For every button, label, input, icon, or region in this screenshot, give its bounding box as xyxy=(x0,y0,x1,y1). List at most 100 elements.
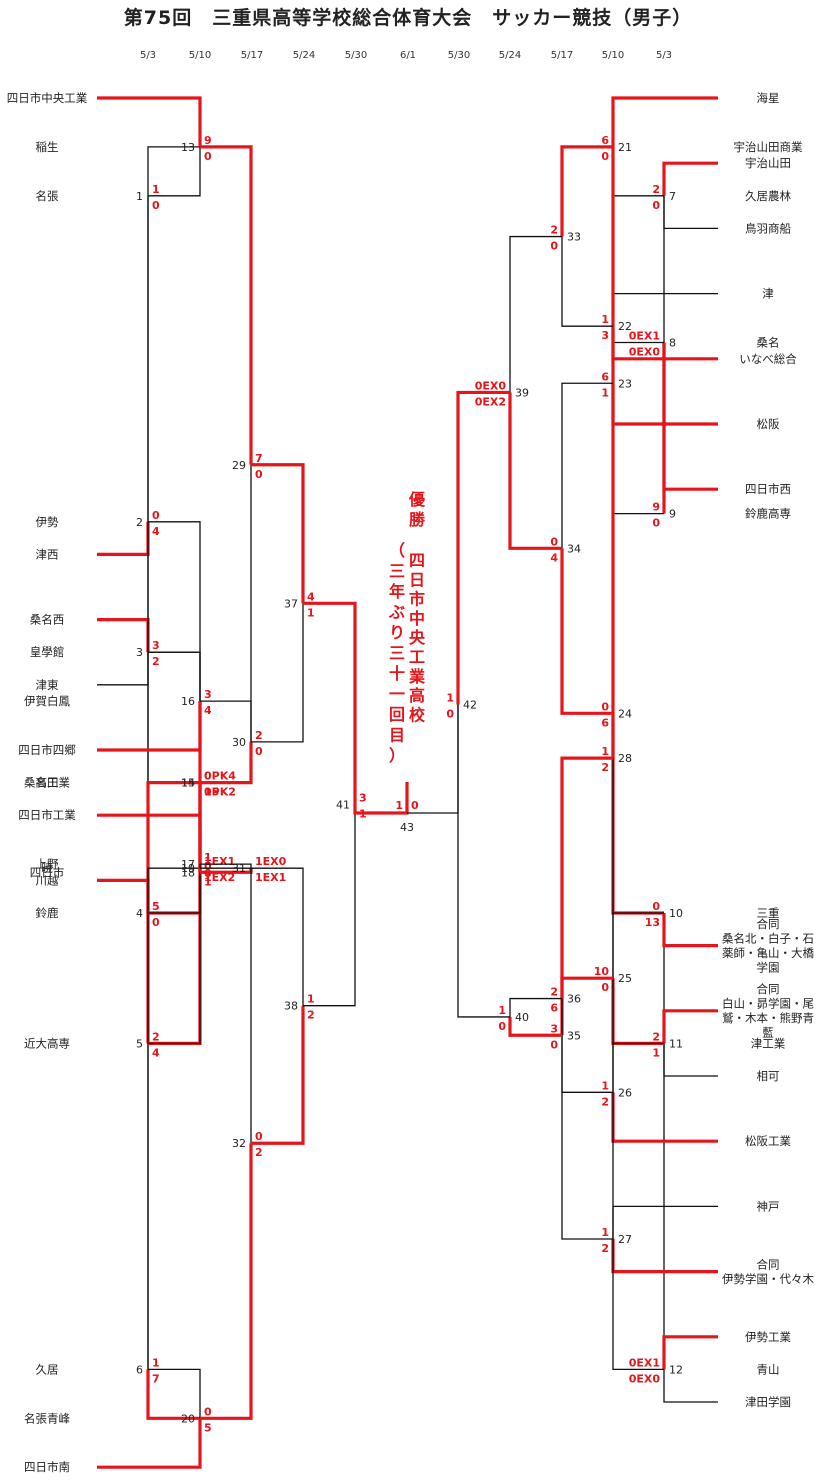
score-label: 1 xyxy=(601,386,609,399)
score-label: 3 xyxy=(601,329,609,342)
score-label: 6 xyxy=(601,716,609,729)
match-number: 5 xyxy=(136,1037,143,1050)
score-label: 0 xyxy=(255,468,263,481)
match-number: 35 xyxy=(567,1029,581,1042)
score-label: 0 xyxy=(652,517,660,530)
score-label: 0 xyxy=(255,1130,263,1143)
team-name: 松阪工業 xyxy=(745,1134,791,1148)
match-number: 9 xyxy=(669,508,676,521)
score-label: 1 xyxy=(498,1004,506,1017)
score-label: 1 xyxy=(204,851,212,864)
match-number: 14 xyxy=(181,777,195,790)
bracket-line xyxy=(508,392,562,550)
match-number: 11 xyxy=(669,1037,683,1050)
team-name: 津 xyxy=(762,287,774,301)
score-label: 1 xyxy=(395,799,403,812)
team-name: 白山・昴学園・尾 xyxy=(722,997,814,1011)
team-name: 鈴鹿 xyxy=(36,906,59,920)
score-label: 0 xyxy=(204,770,212,783)
match-number: 43 xyxy=(400,821,414,834)
team-name: 青山 xyxy=(757,1362,780,1376)
date-label: 5/17 xyxy=(241,50,263,61)
score-label: 0 xyxy=(152,199,160,212)
score-label: 1 xyxy=(307,993,315,1006)
score-label: 4 xyxy=(204,704,212,717)
score-label: 6 xyxy=(601,370,609,383)
match-number: 32 xyxy=(232,1137,246,1150)
bracket-line xyxy=(148,651,201,702)
champion-team: 校 xyxy=(409,705,426,724)
score-label: 1 xyxy=(152,183,160,196)
team-name: 四日市 xyxy=(30,865,65,879)
bracket-line xyxy=(251,603,304,743)
team-name: 四日市中央工業 xyxy=(7,91,88,105)
team-name: 津西 xyxy=(36,547,59,561)
match-number: 22 xyxy=(618,320,632,333)
date-label: 5/30 xyxy=(345,50,367,61)
team-name: 川越 xyxy=(36,873,59,887)
bracket-line xyxy=(612,513,664,714)
score-label: 1 xyxy=(601,745,609,758)
match-number: 37 xyxy=(284,597,298,610)
score-label: 6 xyxy=(550,1002,558,1015)
bracket-line xyxy=(146,1369,200,1420)
match-number: 19 xyxy=(181,862,195,875)
champion-label: 勝 xyxy=(409,510,426,529)
bracket-line xyxy=(148,872,201,1045)
match-number: 28 xyxy=(618,752,632,765)
bracket-line xyxy=(611,1092,718,1143)
team-name: 合同 xyxy=(757,917,780,931)
bracket-line xyxy=(147,867,200,1370)
bracket-line xyxy=(200,867,252,1144)
score-label: 7 xyxy=(152,1372,160,1385)
score-label: 0EX1 xyxy=(629,330,660,343)
bracket-line xyxy=(560,145,613,237)
score-label: 0 xyxy=(204,150,212,163)
bracket-line xyxy=(662,342,718,491)
match-number: 20 xyxy=(181,1412,195,1425)
score-label: 0 xyxy=(255,745,263,758)
score-label: 0EX0 xyxy=(629,1372,661,1385)
champion-note: ぶ xyxy=(388,603,405,622)
score-label: 1 xyxy=(601,1226,609,1239)
bracket-line xyxy=(457,704,510,1018)
score-label: 2 xyxy=(601,761,609,774)
champion-note: 年 xyxy=(389,582,405,601)
match-number: 41 xyxy=(336,799,350,812)
champion-note: 三 xyxy=(389,562,405,581)
score-label: 4 xyxy=(152,1046,160,1059)
match-number: 4 xyxy=(136,907,143,920)
score-label: 1EX2 xyxy=(204,871,235,884)
bracket-line xyxy=(560,756,613,999)
match-number: 3 xyxy=(136,646,143,659)
match-number: 2 xyxy=(136,516,143,529)
score-label: 9 xyxy=(652,501,660,514)
match-number: 16 xyxy=(181,695,195,708)
match-number: 17 xyxy=(181,858,195,871)
bracket-line xyxy=(508,1016,562,1037)
bracket-line xyxy=(560,548,613,715)
match-number: 25 xyxy=(618,972,632,985)
bracket-line xyxy=(251,1005,305,1145)
score-label: 0 xyxy=(204,1405,212,1418)
champion-label: 優 xyxy=(408,490,426,509)
team-name: 相可 xyxy=(757,1069,780,1083)
score-label: 0EX2 xyxy=(475,395,506,408)
match-number: 24 xyxy=(618,707,632,720)
match-number: 29 xyxy=(232,459,246,472)
bracket-line xyxy=(148,651,201,783)
team-name: 桑名工業 xyxy=(24,776,70,790)
team-name: 神戸 xyxy=(757,1199,780,1213)
team-name: 稲生 xyxy=(36,140,59,154)
match-number: 30 xyxy=(232,736,246,749)
score-label: 0EX0 xyxy=(475,379,507,392)
bracket-line xyxy=(561,998,613,1240)
match-number: 1 xyxy=(136,190,143,203)
champion-note: 回 xyxy=(389,705,405,724)
team-name: 桑名西 xyxy=(30,613,65,627)
team-name: 皇學館 xyxy=(30,645,65,659)
score-label: 15 xyxy=(204,786,219,799)
bracket-line xyxy=(662,913,718,948)
team-name: 宇治山田商業 xyxy=(734,140,803,154)
team-name: 薬師・亀山・大橋 xyxy=(722,946,814,960)
